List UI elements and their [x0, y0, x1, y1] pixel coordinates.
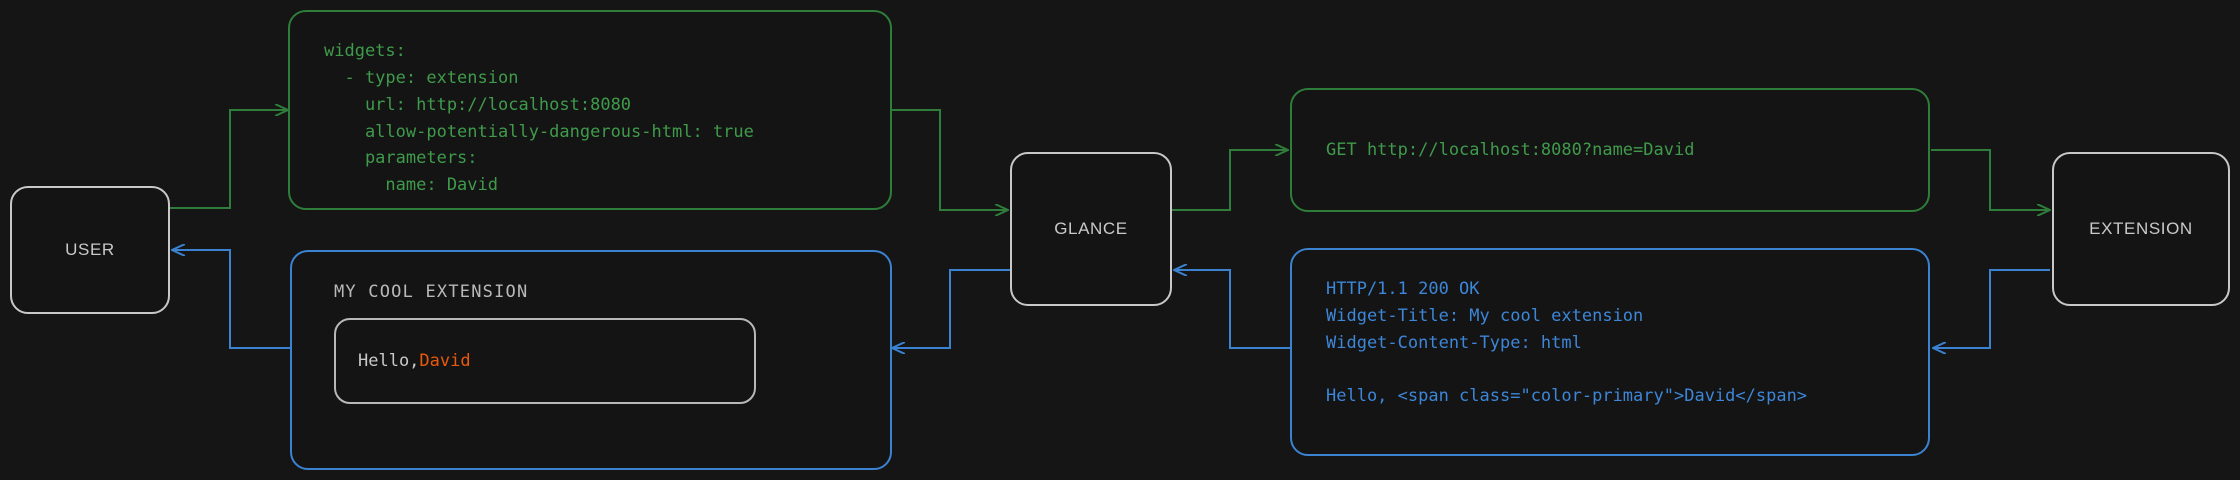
node-user[interactable]: USER: [10, 186, 170, 314]
box-config-yaml: widgets: - type: extension url: http://l…: [288, 10, 892, 210]
edge-glance-to-request: [1172, 150, 1288, 211]
edge-config-to-glance: [891, 109, 1008, 210]
widget-content-panel: Hello, David: [334, 318, 756, 404]
edge-user-to-config: [170, 110, 288, 209]
widget-title: MY COOL EXTENSION: [334, 282, 529, 302]
http-response-text: HTTP/1.1 200 OK Widget-Title: My cool ex…: [1326, 279, 1808, 407]
node-glance-label: GLANCE: [1054, 219, 1128, 238]
box-http-request: GET http://localhost:8080?name=David: [1290, 88, 1930, 212]
box-http-response: HTTP/1.1 200 OK Widget-Title: My cool ex…: [1290, 248, 1930, 456]
node-glance[interactable]: GLANCE: [1010, 152, 1172, 306]
widget-greeting-prefix: Hello,: [358, 351, 420, 371]
node-extension-label: EXTENSION: [2089, 219, 2193, 238]
http-request-text: GET http://localhost:8080?name=David: [1326, 139, 1695, 160]
node-user-label: USER: [65, 240, 115, 259]
edge-glance-to-widget: [892, 269, 1010, 348]
edge-extension-to-response: [1933, 269, 2050, 348]
node-extension[interactable]: EXTENSION: [2052, 152, 2230, 306]
widget-greeting-name: David: [419, 351, 471, 371]
edge-request-to-extension: [1931, 149, 2050, 210]
edge-response-to-glance: [1174, 270, 1290, 349]
config-yaml-text: widgets: - type: extension url: http://l…: [324, 41, 754, 196]
edge-widget-to-user: [172, 250, 290, 349]
box-rendered-widget: MY COOL EXTENSION Hello, David: [290, 250, 892, 470]
